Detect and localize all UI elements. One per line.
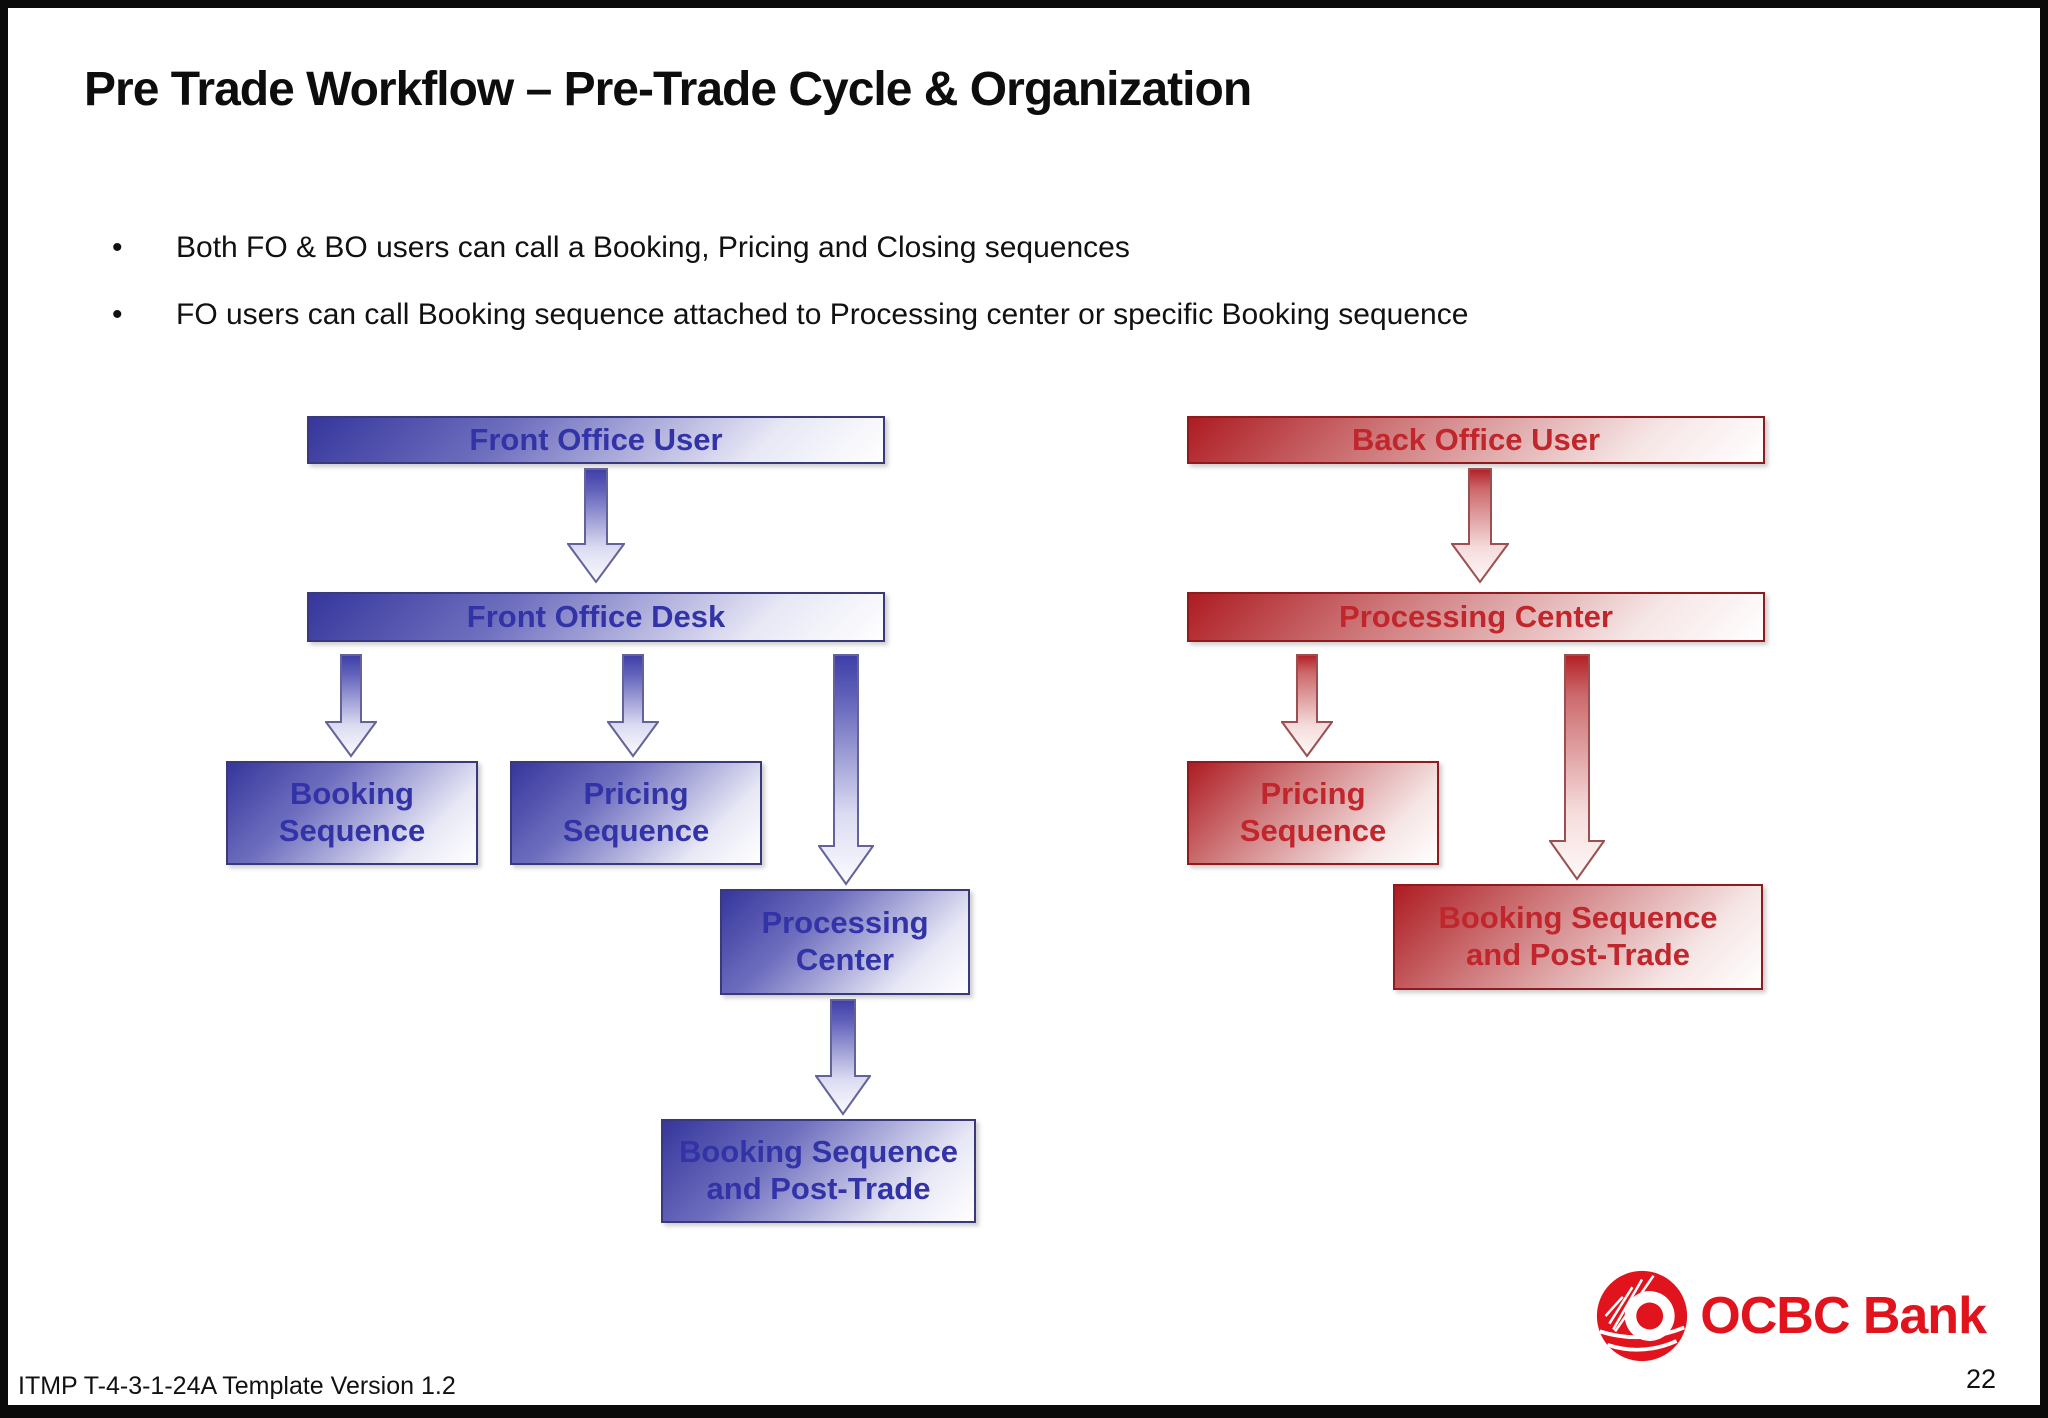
footer-template-version: ITMP T-4-3-1-24A Template Version 1.2	[18, 1372, 456, 1400]
node-front-office-user: Front Office User	[307, 416, 885, 464]
bullet-list: • Both FO & BO users can call a Booking,…	[112, 228, 1468, 362]
page-number: 22	[1965, 1364, 1996, 1394]
bullet-item: • Both FO & BO users can call a Booking,…	[112, 228, 1468, 267]
arrow-down-icon	[1451, 468, 1509, 584]
page-title: Pre Trade Workflow – Pre-Trade Cycle & O…	[84, 63, 1252, 116]
ocbc-logo: OCBC Bank	[1594, 1268, 1987, 1364]
node-bo-pricing-sequence: Pricing Sequence	[1187, 761, 1439, 865]
arrow-down-icon	[818, 654, 874, 886]
node-fo-booking-sequence: Booking Sequence	[226, 761, 478, 865]
node-bo-booking-post-trade: Booking Sequence and Post-Trade	[1393, 884, 1763, 990]
arrow-down-icon	[1549, 654, 1605, 881]
arrow-down-icon	[815, 999, 871, 1116]
node-fo-booking-post-trade: Booking Sequence and Post-Trade	[661, 1119, 976, 1223]
ocbc-logo-text: OCBC Bank	[1700, 1287, 1987, 1345]
bullet-text: FO users can call Booking sequence attac…	[176, 298, 1469, 331]
node-front-office-desk: Front Office Desk	[307, 592, 885, 642]
node-bo-processing-center: Processing Center	[1187, 592, 1765, 642]
bullet-marker-icon: •	[112, 231, 123, 264]
node-fo-pricing-sequence: Pricing Sequence	[510, 761, 762, 865]
node-back-office-user: Back Office User	[1187, 416, 1765, 464]
node-fo-processing-center: Processing Center	[720, 889, 970, 995]
arrow-down-icon	[1281, 654, 1333, 758]
arrow-down-icon	[567, 468, 625, 584]
bullet-text: Both FO & BO users can call a Booking, P…	[176, 231, 1130, 264]
bullet-item: • FO users can call Booking sequence att…	[112, 295, 1468, 334]
bullet-marker-icon: •	[112, 298, 123, 331]
arrow-down-icon	[325, 654, 377, 758]
ocbc-logo-icon	[1597, 1270, 1688, 1362]
arrow-down-icon	[607, 654, 659, 758]
